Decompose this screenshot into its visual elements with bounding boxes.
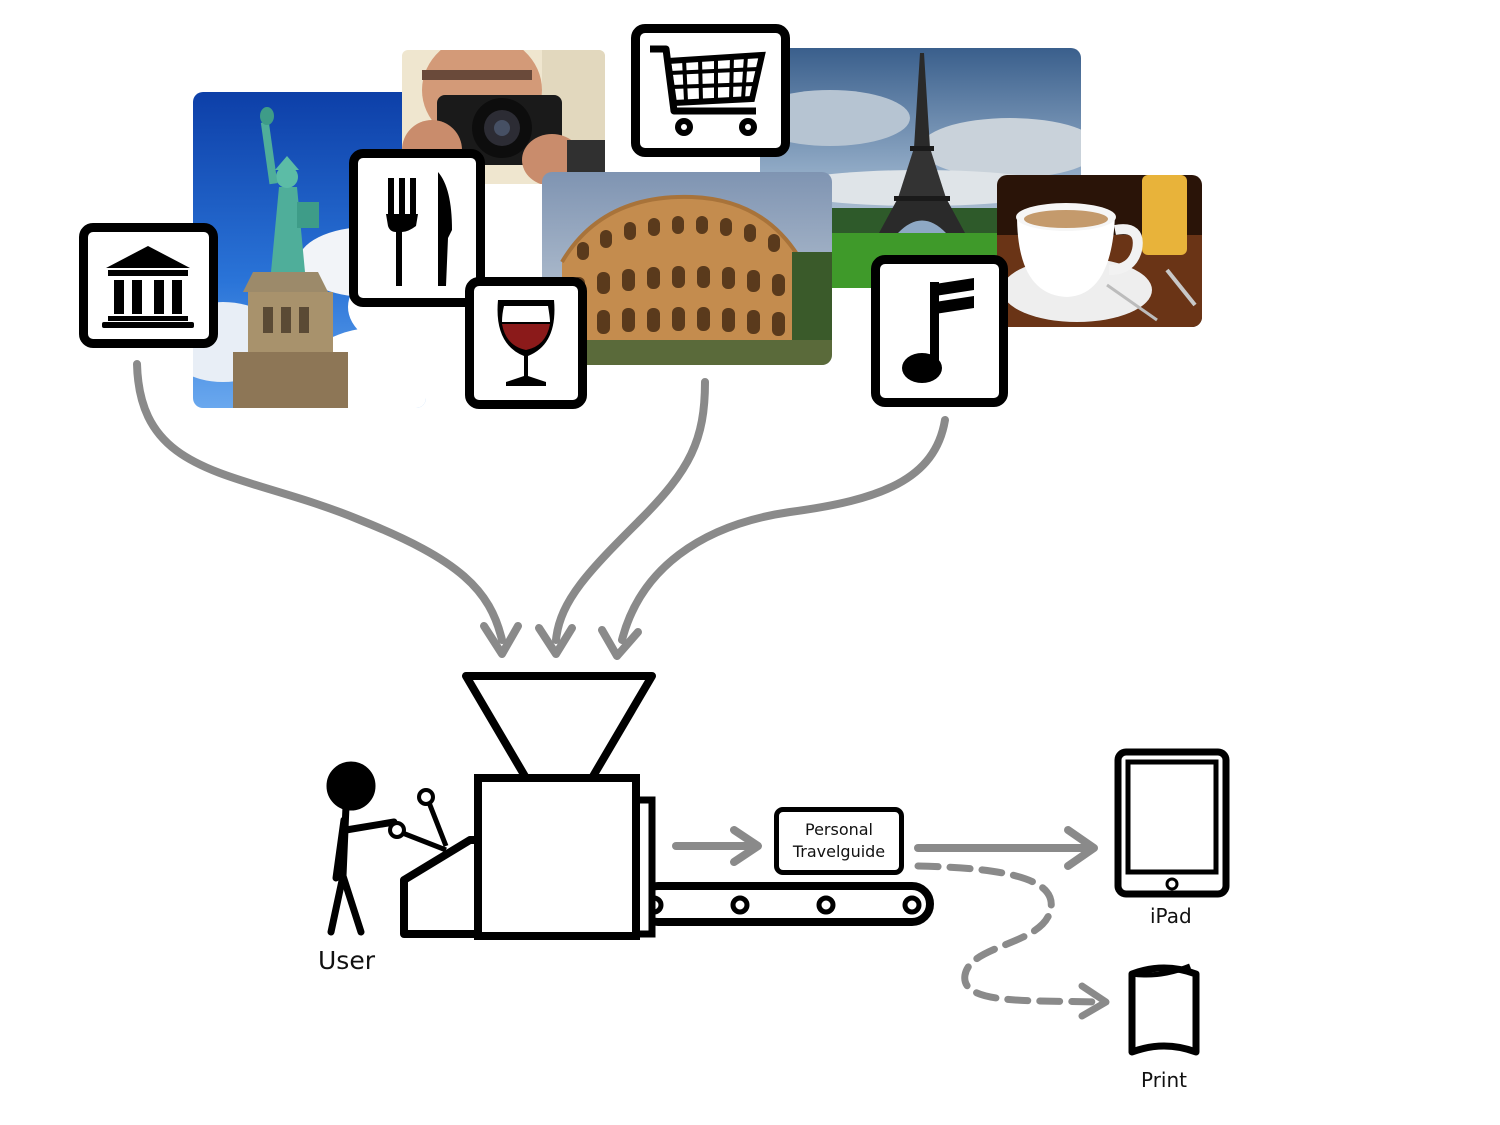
guide-label-line1: Personal: [804, 820, 873, 839]
music-note-icon: [871, 255, 1008, 407]
museum-icon: [79, 223, 218, 348]
personal-travelguide-box: Personal Travelguide: [774, 807, 904, 875]
machine-control-panel: [400, 836, 482, 938]
ipad-device-icon: [1114, 748, 1230, 898]
machine-lever-2: [399, 829, 447, 853]
colosseum-photo: [542, 172, 832, 365]
arrow-music-to-machine: [618, 416, 949, 644]
machine-lever-1: [425, 799, 449, 847]
arrowhead-3: [598, 626, 642, 660]
user-stick-figure: [326, 761, 398, 936]
guide-label-line2: Travelguide: [792, 842, 886, 861]
arrow-colosseum-to-machine: [552, 378, 709, 644]
printed-book-icon: [1128, 963, 1200, 1056]
arrowhead-2: [535, 624, 576, 658]
arrow-museum-to-machine: [133, 360, 506, 644]
shopping-cart-icon: [631, 24, 790, 157]
arrowhead-1: [480, 622, 522, 658]
photographer-camera-photo: [402, 50, 605, 184]
ipad-label: iPad: [1150, 904, 1192, 928]
user-label: User: [318, 946, 375, 975]
machine-body: [474, 774, 640, 940]
wine-glass-icon: [465, 277, 587, 409]
dashed-arrow-guide-to-print: [914, 862, 1102, 1006]
print-label: Print: [1141, 1068, 1188, 1092]
coffee-cup-photo: [997, 175, 1202, 327]
machine-hopper: [462, 672, 656, 782]
conveyor-belt: [636, 882, 934, 926]
restaurant-icon: [349, 149, 485, 307]
